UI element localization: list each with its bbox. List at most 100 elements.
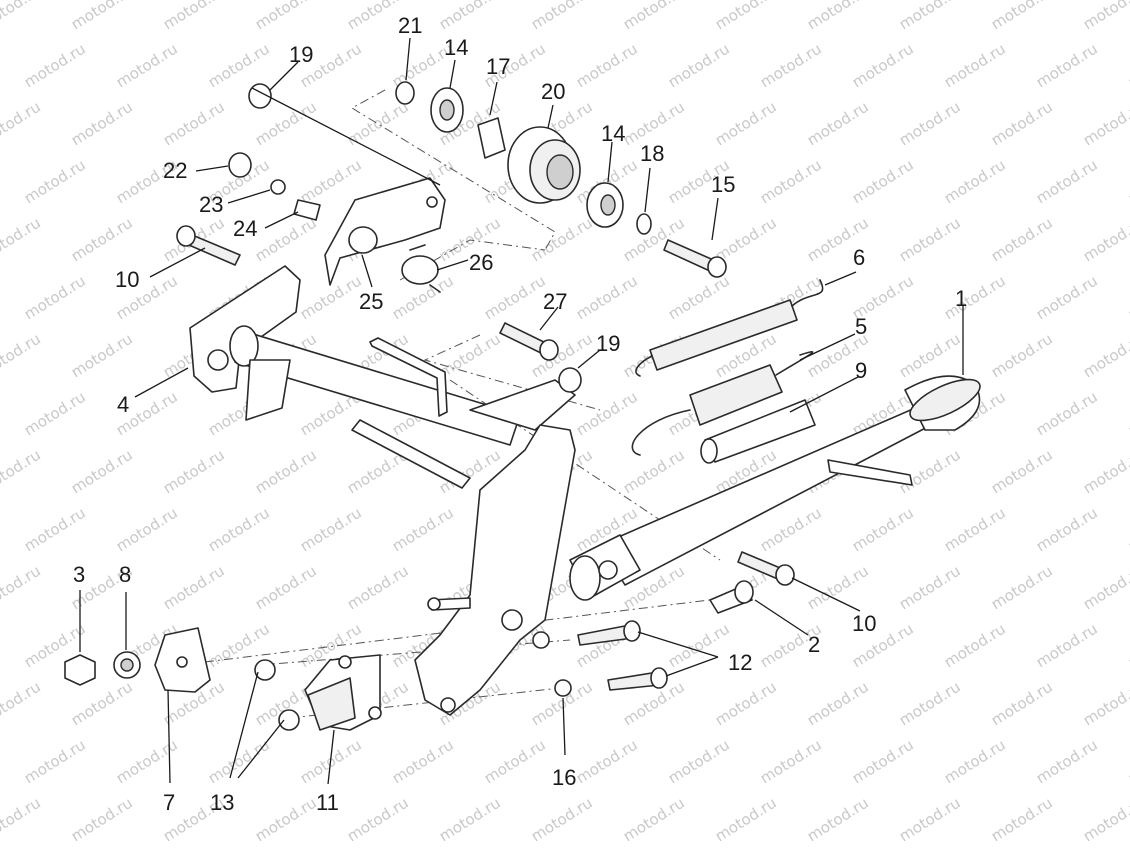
bolt-left: [176, 225, 241, 266]
watermark-text: motod.ru: [896, 562, 964, 614]
callout-13: 13: [210, 790, 234, 815]
watermark-text: motod.ru: [21, 40, 89, 92]
watermark-text: motod.ru: [389, 736, 457, 788]
watermark-text: motod.ru: [252, 446, 320, 498]
watermark-text: motod.ru: [481, 272, 549, 324]
callout-10-right: 10: [852, 611, 876, 636]
pin-24: [293, 199, 321, 221]
watermark-text: motod.ru: [252, 562, 320, 614]
collar-21: [395, 81, 415, 105]
spring-small: [635, 279, 824, 377]
watermark-text: motod.ru: [573, 388, 641, 440]
watermark-text: motod.ru: [481, 736, 549, 788]
watermark-text: motod.ru: [804, 794, 872, 846]
watermark-text: motod.ru: [68, 214, 136, 266]
sensor-switch-11: [304, 654, 382, 731]
watermark-text: motod.ru: [1125, 388, 1130, 440]
spacer-13-upper: [254, 659, 276, 681]
callout-18: 18: [640, 141, 664, 166]
watermark-text: motod.ru: [21, 388, 89, 440]
callout-19-top: 19: [289, 42, 313, 67]
watermark-text: motod.ru: [21, 156, 89, 208]
watermark-text: motod.ru: [804, 0, 872, 33]
bracket-25: [324, 177, 446, 286]
watermark-text: motod.ru: [1033, 504, 1101, 556]
watermark-text: motod.ru: [988, 794, 1056, 846]
watermark-text: motod.ru: [712, 214, 780, 266]
washer-23: [270, 179, 286, 195]
watermark-text: motod.ru: [849, 504, 917, 556]
watermark-text: motod.ru: [113, 40, 181, 92]
watermark-text: motod.ru: [988, 330, 1056, 382]
callout-3: 3: [73, 562, 85, 587]
watermark-text: motod.ru: [344, 98, 412, 150]
watermark-text: motod.ru: [757, 156, 825, 208]
watermark-text: motod.ru: [896, 794, 964, 846]
callout-10-left: 10: [115, 267, 139, 292]
watermark-text: motod.ru: [573, 272, 641, 324]
watermark-text: motod.ru: [804, 678, 872, 730]
callout-16: 16: [552, 765, 576, 790]
washer-12: [532, 631, 550, 649]
watermark-text: motod.ru: [528, 0, 596, 33]
watermark-text: motod.ru: [1080, 98, 1130, 150]
watermark-text: motod.ru: [160, 0, 228, 33]
watermark-text: motod.ru: [988, 98, 1056, 150]
watermark-text: motod.ru: [1033, 156, 1101, 208]
watermark-text: motod.ru: [1080, 794, 1130, 846]
watermark-text: motod.ru: [941, 156, 1009, 208]
callout-14-upper: 14: [444, 35, 468, 60]
watermark-text: motod.ru: [896, 678, 964, 730]
watermark-text: motod.ru: [896, 98, 964, 150]
callout-labels: 1 2 3 4 5 6 7 8 9 10 10 11 12 13 14 14 1…: [73, 13, 967, 815]
watermark-text: motod.ru: [0, 0, 44, 33]
watermark-text: motod.ru: [849, 736, 917, 788]
callout-11: 11: [316, 790, 339, 815]
watermark-text: motod.ru: [344, 562, 412, 614]
watermark-text: motod.ru: [988, 562, 1056, 614]
callout-9: 9: [855, 358, 867, 383]
bushing-20: [507, 126, 581, 204]
watermark-text: motod.ru: [68, 98, 136, 150]
callout-15: 15: [711, 172, 735, 197]
watermark-text: motod.ru: [344, 794, 412, 846]
bolt-right: [737, 551, 795, 586]
watermark-text: motod.ru: [1125, 272, 1130, 324]
watermark-text: motod.ru: [1125, 620, 1130, 672]
washer-8: [113, 651, 141, 679]
watermark-text: motod.ru: [160, 98, 228, 150]
watermark-text: motod.ru: [0, 678, 44, 730]
watermark-text: motod.ru: [160, 562, 228, 614]
watermark-text: motod.ru: [665, 40, 733, 92]
callout-12: 12: [728, 650, 752, 675]
watermark-text: motod.ru: [1033, 40, 1101, 92]
callout-22: 22: [163, 158, 187, 183]
watermark-text: motod.ru: [896, 446, 964, 498]
watermark-text: motod.ru: [620, 214, 688, 266]
bearing-upper: [430, 87, 464, 133]
spacer-17: [477, 117, 506, 159]
watermark-text: motod.ru: [1080, 214, 1130, 266]
watermark-text: motod.ru: [757, 40, 825, 92]
watermark-text: motod.ru: [620, 446, 688, 498]
watermark-text: motod.ru: [1125, 736, 1130, 788]
watermark-text: motod.ru: [1125, 40, 1130, 92]
watermark-text: motod.ru: [297, 504, 365, 556]
watermark-text: motod.ru: [941, 736, 1009, 788]
watermark-text: motod.ru: [1033, 388, 1101, 440]
washer-16: [554, 679, 572, 697]
watermark-text: motod.ru: [1125, 504, 1130, 556]
watermark-text: motod.ru: [252, 794, 320, 846]
watermark-text: motod.ru: [665, 736, 733, 788]
callout-2: 2: [808, 632, 820, 657]
spring-large: [631, 351, 814, 456]
nut-3: [64, 654, 96, 686]
watermark-text: motod.ru: [712, 794, 780, 846]
watermark-text: motod.ru: [849, 40, 917, 92]
watermark-text: motod.ru: [160, 446, 228, 498]
watermark-text: motod.ru: [1125, 156, 1130, 208]
watermark-text: motod.ru: [21, 736, 89, 788]
watermark-text: motod.ru: [389, 504, 457, 556]
watermark-text: motod.ru: [0, 98, 44, 150]
watermark-text: motod.ru: [436, 0, 504, 33]
